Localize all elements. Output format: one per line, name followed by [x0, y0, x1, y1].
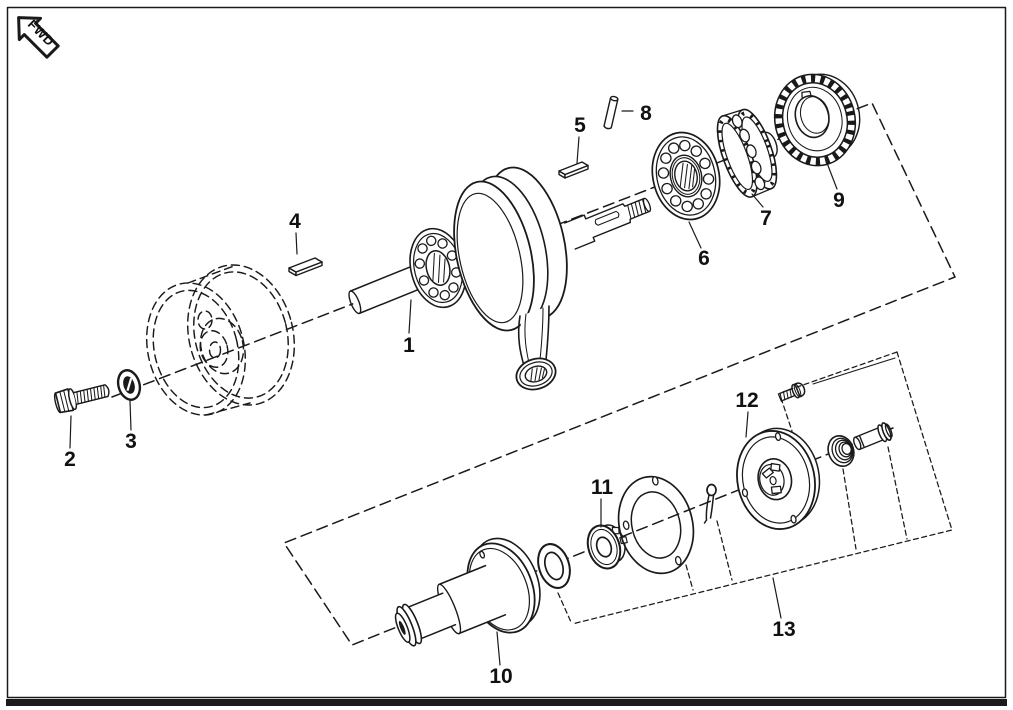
callout-number-4: 4 [289, 210, 301, 233]
callout-leader-13 [772, 577, 782, 619]
callout-leader-10 [496, 631, 501, 666]
callout-leader-4 [295, 232, 298, 255]
thrust-washer-drawing [537, 543, 571, 589]
bearing-drawing [651, 131, 721, 221]
sprocket-drawing [716, 108, 778, 198]
screw-drawing [777, 382, 806, 402]
washer-drawing [116, 369, 142, 401]
bolt-drawing [53, 384, 110, 414]
nut-drawing [586, 524, 628, 570]
gear-drawing [773, 73, 861, 167]
callout-number-3: 3 [125, 430, 137, 453]
callout-number-9: 9 [833, 189, 845, 212]
callout-leader-3 [129, 400, 132, 431]
callout-leader-12 [745, 411, 749, 438]
callout-number-8: 8 [640, 102, 652, 125]
bottom-bar [6, 699, 1007, 706]
group-13-outline [557, 351, 953, 625]
callout-number-5: 5 [574, 114, 586, 137]
callout-leader-9 [826, 162, 838, 190]
callout-leader-1 [408, 299, 412, 334]
callout-leader-2 [69, 415, 72, 449]
callout-number-13: 13 [772, 618, 795, 641]
cotter-pin-drawing [703, 483, 717, 524]
callout-leader-6 [688, 221, 702, 249]
callout-number-1: 1 [403, 334, 415, 357]
key-drawing-4 [288, 257, 323, 277]
crank-bearing-drawing [409, 227, 467, 309]
callout-number-2: 2 [64, 448, 76, 471]
page-border [6, 6, 1007, 699]
key-drawing-5 [558, 161, 589, 179]
callout-leader-5 [576, 136, 580, 164]
rod-end-drawing [515, 357, 557, 391]
callout-number-10: 10 [489, 665, 512, 688]
callout-number-6: 6 [698, 247, 710, 270]
plate-drawing [736, 427, 821, 530]
callout-number-11: 11 [591, 476, 614, 499]
spring-drawing [827, 435, 855, 467]
callout-leader-7 [751, 193, 764, 208]
hub-drawing [394, 537, 541, 647]
flywheel-phantom [145, 264, 296, 416]
crankshaft-drawing [348, 166, 652, 391]
screw-axis-line [812, 357, 896, 385]
dowel-pin-drawing [603, 95, 619, 130]
clevis-pin-drawing [852, 422, 893, 451]
gasket-drawing [617, 475, 695, 575]
callout-number-12: 12 [735, 389, 758, 412]
callout-number-7: 7 [760, 207, 772, 230]
fwd-arrow-icon: FWD [17, 16, 60, 59]
